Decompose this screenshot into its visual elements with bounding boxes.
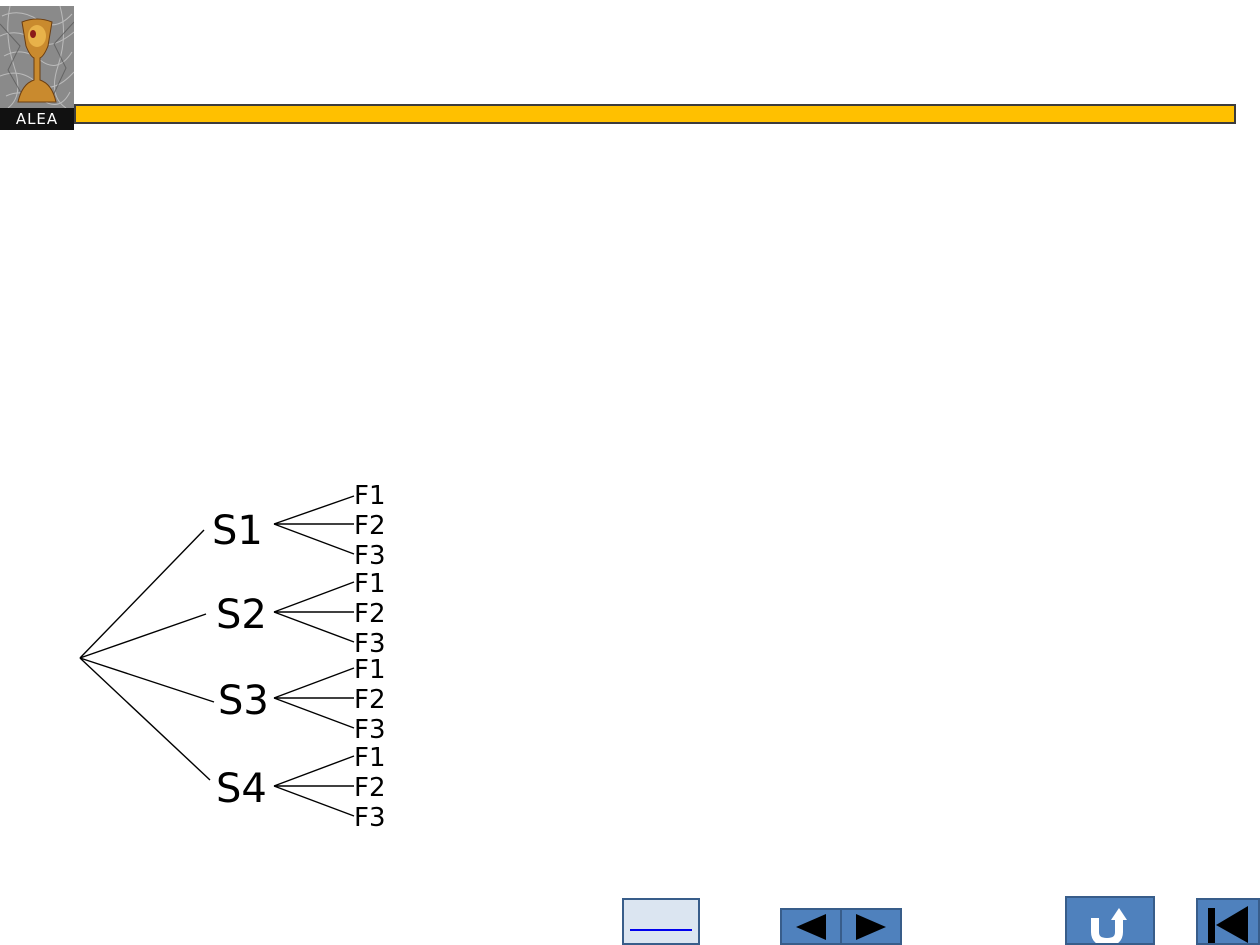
s4-edge-f3 — [273, 785, 355, 817]
root-edge-s2 — [79, 613, 207, 659]
tree-leaf-s2-f3: F3 — [354, 629, 386, 659]
logo-label: ALEA — [0, 108, 74, 130]
tree-leaf-s2-f1: F1 — [354, 569, 386, 599]
goblet-logo-icon — [0, 6, 74, 109]
tree-leaf-s1-f3: F3 — [354, 541, 386, 571]
next-button[interactable] — [840, 908, 902, 945]
s2-edge-f3 — [273, 611, 355, 643]
tree-leaf-s3-f2: F2 — [354, 685, 386, 715]
tree-leaf-s4-f3: F3 — [354, 803, 386, 833]
tree-leaf-s1-f1: F1 — [354, 481, 386, 511]
tree-node-s2: S2 — [216, 592, 267, 638]
first-slide-button[interactable] — [1196, 898, 1260, 945]
tree-diagram: S1 F1 F2 F3 S2 F1 F2 F3 S3 F1 F2 F3 S4 F… — [79, 481, 386, 833]
tree-node-s1: S1 — [212, 508, 263, 554]
u-turn-arrow-icon — [1091, 908, 1127, 943]
underline-link-icon — [630, 929, 692, 931]
skip-to-start-icon — [1208, 906, 1248, 943]
root-edge-s1 — [79, 529, 205, 659]
tree-node-s3: S3 — [218, 678, 269, 724]
return-button[interactable] — [1065, 896, 1155, 945]
s1-edge-f1 — [273, 495, 355, 525]
tree-leaf-s3-f3: F3 — [354, 715, 386, 745]
tree-node-s4: S4 — [216, 766, 267, 812]
tree-leaf-s4-f2: F2 — [354, 773, 386, 803]
root-edge-s3 — [79, 657, 215, 703]
triangle-left-icon — [796, 914, 826, 940]
tree-leaf-s4-f1: F1 — [354, 743, 386, 773]
previous-button[interactable] — [780, 908, 842, 945]
tree-leaf-s2-f2: F2 — [354, 599, 386, 629]
triangle-right-icon — [856, 914, 886, 940]
tree-leaf-s1-f2: F2 — [354, 511, 386, 541]
alea-logo: ALEA — [0, 6, 74, 130]
root-edge-s4 — [79, 657, 211, 781]
s3-edge-f3 — [273, 697, 355, 729]
blank-link-button[interactable] — [622, 898, 700, 945]
header-bar — [74, 104, 1236, 124]
s1-edge-f3 — [273, 523, 355, 555]
s4-edge-f1 — [273, 755, 355, 787]
s2-edge-f1 — [273, 581, 355, 613]
tree-leaf-s3-f1: F1 — [354, 655, 386, 685]
s3-edge-f1 — [273, 667, 355, 699]
